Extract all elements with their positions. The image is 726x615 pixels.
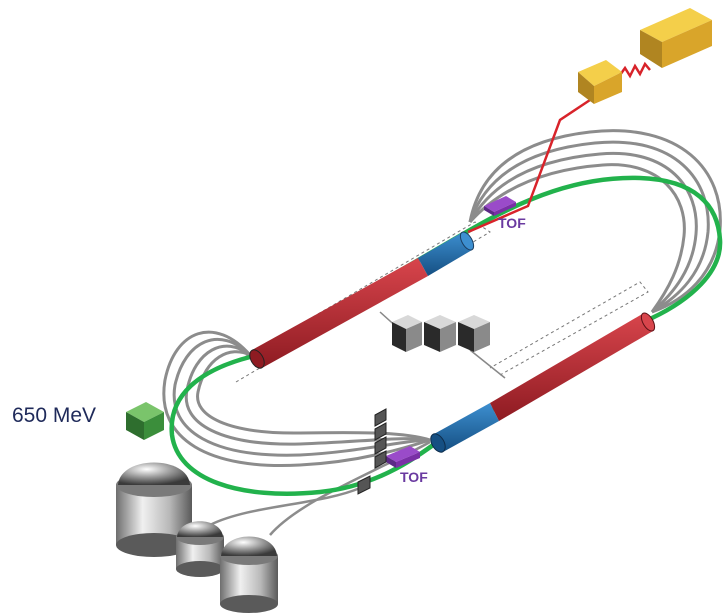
linac-upper: [249, 231, 475, 369]
target-block-icon: [578, 60, 622, 104]
linac-lower: [430, 312, 656, 453]
rf-cube-icon: [392, 315, 490, 352]
tof-lower-label: TOF: [400, 469, 428, 485]
tof-lower: TOF: [386, 446, 428, 485]
dump-cylinder-medium-icon: [220, 536, 278, 613]
target-block-large-icon: [640, 8, 712, 68]
tof-upper: TOF: [484, 196, 526, 231]
dump-cylinder-small-icon: [176, 521, 224, 577]
injector-cube-icon: [126, 402, 164, 440]
injection-energy-label: 650 MeV: [12, 404, 97, 427]
extraction-line: [467, 61, 651, 234]
recirculation-arcs-right: [468, 129, 722, 314]
dump-cylinder-icon: [116, 462, 192, 557]
tof-upper-label: TOF: [498, 215, 526, 231]
dipole-magnets: [357, 408, 387, 495]
recirculation-arcs-left: [162, 330, 431, 468]
footprint-outline: [235, 221, 649, 383]
